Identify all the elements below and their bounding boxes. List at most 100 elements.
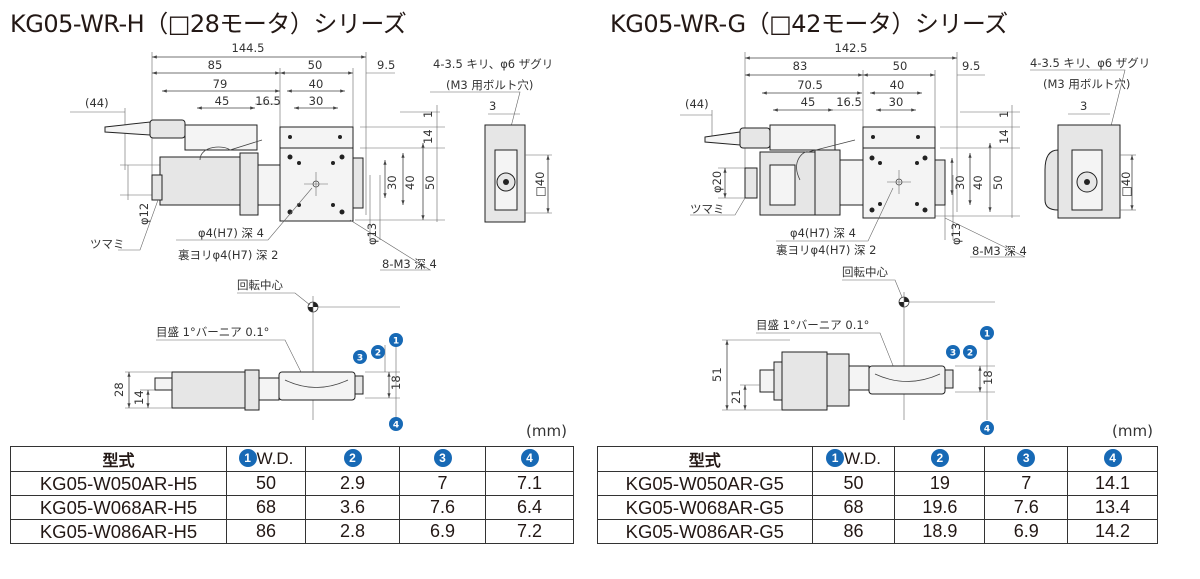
marker-4: 4 (980, 421, 994, 435)
dim-label: 40 (890, 78, 905, 92)
header-4: 4 (485, 446, 574, 472)
dim-label: (44) (85, 96, 109, 110)
dim-label: φ13 (949, 223, 963, 245)
marker-4: 4 (389, 417, 403, 431)
cell: 7.6 (984, 495, 1069, 520)
svg-text:2: 2 (967, 349, 973, 359)
cell: 14.1 (1067, 471, 1158, 496)
dim-label: φ20 (710, 171, 724, 193)
dim-label: 40 (971, 175, 985, 190)
dim-label: 18 (981, 370, 995, 385)
dim-label: 3 (489, 99, 496, 113)
cell: 19 (894, 471, 986, 496)
marker-2: 2 (343, 449, 362, 467)
dim-label: 30 (953, 175, 967, 190)
svg-text:4: 4 (393, 421, 399, 431)
dim-label: 14 (421, 129, 435, 144)
marker-4: 4 (1103, 449, 1122, 467)
marker-3: 3 (1017, 449, 1036, 467)
mount-hole-note: 4-3.5 キリ、φ6 ザグリ (433, 57, 553, 71)
svg-text:3: 3 (357, 354, 363, 364)
marker-3: 3 (433, 449, 452, 467)
model-cell: KG05-W050AR-H5 (10, 471, 227, 496)
header-2: 2 (305, 446, 400, 472)
dim-label: 85 (208, 58, 223, 72)
dim-label: 9.5 (377, 58, 395, 72)
dim-label: □40 (1119, 172, 1133, 198)
unit-label: (mm) (526, 422, 567, 440)
pin-hole-note: φ4(H7) 深 4 (790, 226, 856, 240)
dim-label: 21 (729, 389, 743, 404)
dim-label: (44) (685, 97, 709, 111)
svg-text:3: 3 (950, 349, 956, 359)
dim-label: 30 (309, 94, 324, 108)
dim-label: φ12 (137, 203, 151, 225)
cell: 6.9 (984, 519, 1069, 544)
rotation-center-note: 回転中心 (237, 278, 283, 292)
dim-label: 51 (710, 367, 724, 382)
dim-label: 14 (997, 129, 1011, 144)
unit-label: (mm) (1112, 422, 1153, 440)
dim-label: 9.5 (962, 59, 980, 73)
dim-label: 50 (893, 59, 908, 73)
dim-label: 50 (991, 175, 1005, 190)
marker-3: 3 (946, 345, 960, 359)
marker-2: 2 (930, 449, 949, 467)
model-cell: KG05-W086AR-G5 (597, 519, 813, 544)
cell: 7 (399, 471, 486, 496)
header-model: 型式 (597, 446, 813, 472)
dim-label: □40 (533, 172, 547, 198)
svg-text:4: 4 (984, 425, 990, 435)
cell: 2.9 (305, 471, 400, 496)
left-series-title: KG05-WR-H（□28モータ）シリーズ (10, 10, 407, 38)
dim-label: 16.5 (836, 95, 862, 109)
dim-label: 79 (213, 77, 228, 91)
mount-bolt-note: (M3 用ボルト穴) (446, 78, 533, 92)
back-pin-hole-note: 裏ヨリφ4(H7) 深 2 (776, 243, 876, 257)
cell: 19.6 (894, 495, 986, 520)
marker-1: 1 (389, 333, 403, 347)
marker-2: 2 (963, 345, 977, 359)
right-series-title: KG05-WR-G（□42モータ）シリーズ (610, 10, 1008, 38)
header-3: 3 (984, 446, 1069, 472)
scale-note: 目盛 1°バーニア 0.1° (156, 325, 269, 339)
cell: 2.8 (305, 519, 400, 544)
marker-4: 4 (520, 449, 539, 467)
scale-note: 目盛 1°バーニア 0.1° (756, 318, 869, 332)
dim-label: 18 (389, 375, 403, 390)
cell: 7.1 (485, 471, 574, 496)
cell: 86 (811, 519, 896, 544)
cell: 50 (226, 471, 306, 496)
marker-1: 1 (980, 326, 994, 340)
left-bottom-view: 回転中心 目盛 1°バーニア 0.1° 28 14 18 1 2 3 4 (mm… (112, 278, 567, 440)
header-2: 2 (894, 446, 986, 472)
cell: 14.2 (1067, 519, 1158, 544)
dim-label: 1 (997, 111, 1011, 118)
dim-label: 50 (308, 58, 323, 72)
svg-text:2: 2 (375, 349, 381, 359)
header-4: 4 (1067, 446, 1158, 472)
rotation-center-note: 回転中心 (842, 265, 888, 279)
cell: 7 (984, 471, 1069, 496)
dim-label: 142.5 (835, 41, 868, 55)
cell: 86 (226, 519, 306, 544)
dim-label: 45 (801, 95, 816, 109)
dim-label: 40 (309, 77, 324, 91)
dim-label: 28 (112, 382, 126, 397)
marker-1: 1 (826, 449, 845, 467)
cell: 68 (226, 495, 306, 520)
right-bottom-view: 回転中心 目盛 1°バーニア 0.1° 51 21 18 1 2 3 4 (mm… (710, 265, 1153, 440)
dim-label: 40 (403, 175, 417, 190)
model-cell: KG05-W086AR-H5 (10, 519, 227, 544)
dim-label: 3 (1080, 99, 1087, 113)
dim-label: φ13 (365, 223, 379, 245)
cell: 18.9 (894, 519, 986, 544)
